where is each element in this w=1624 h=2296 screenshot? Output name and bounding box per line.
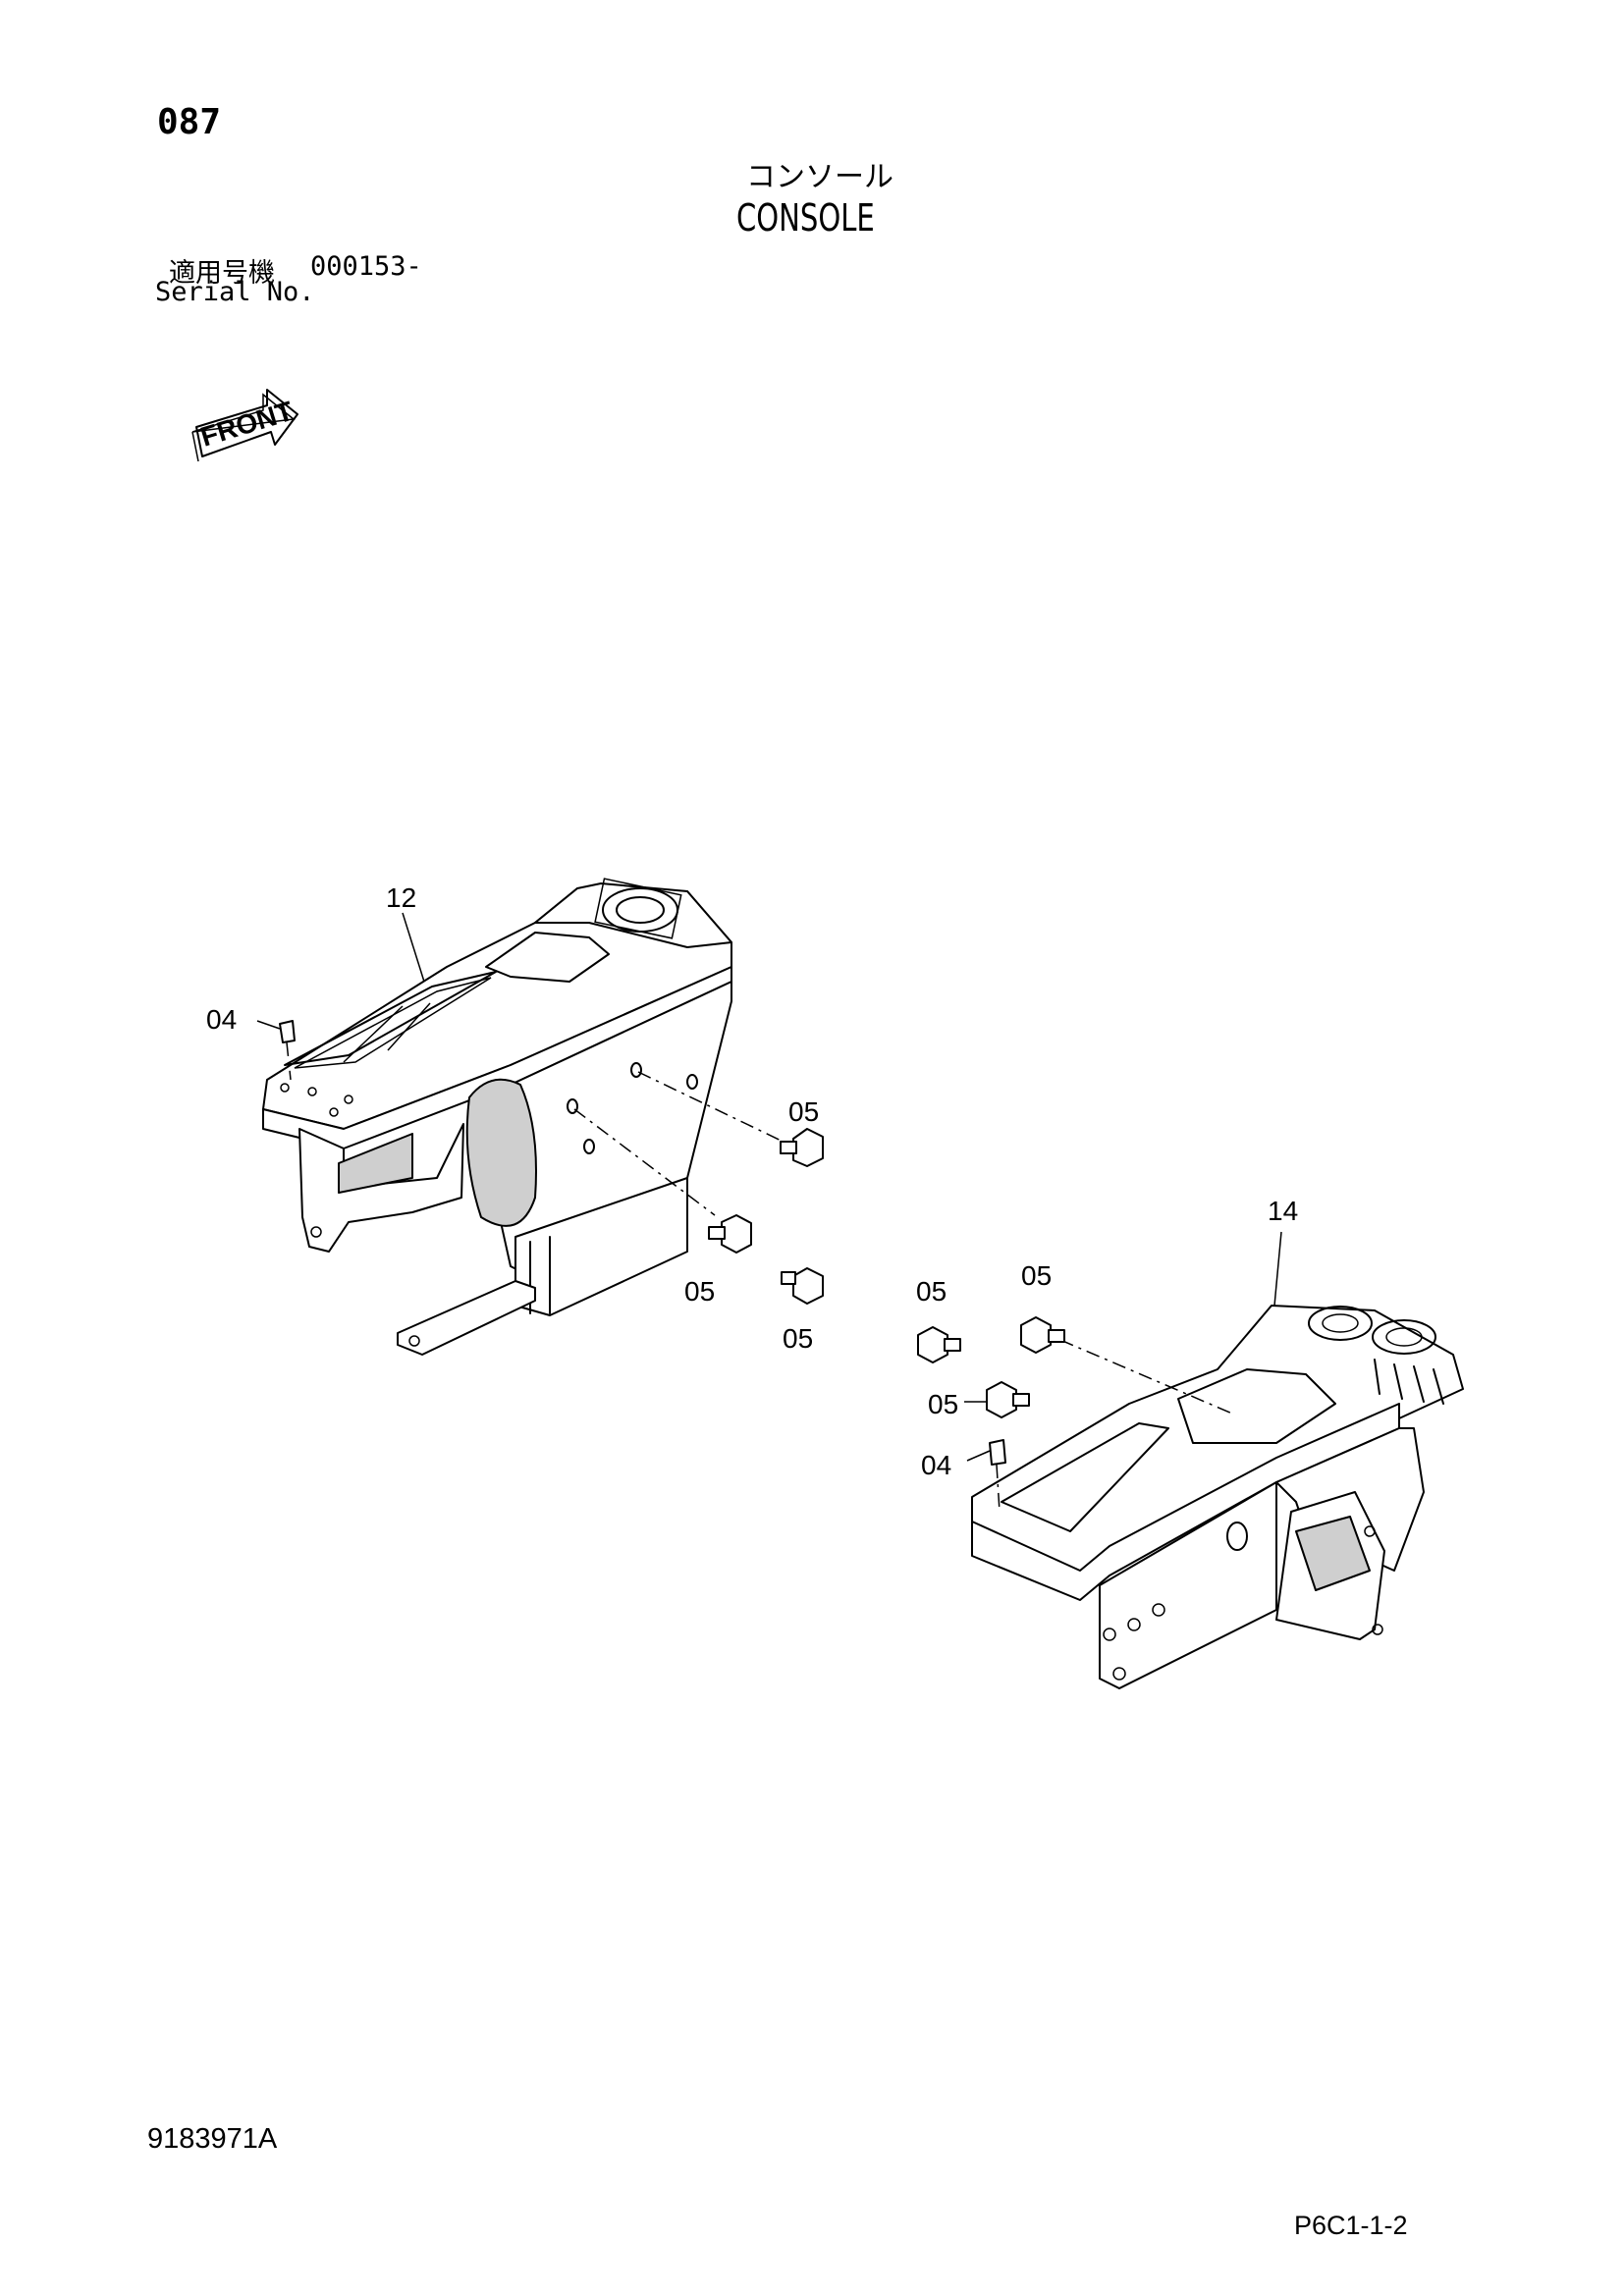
bolt-icon — [780, 1128, 824, 1167]
bolt-icon — [781, 1267, 824, 1305]
front-label: FRONT — [197, 396, 297, 453]
bolt-icon — [917, 1326, 961, 1363]
plate-reference: P6C1-1-2 — [1294, 2211, 1408, 2240]
callout-part-05-left-upper: 05 — [788, 1096, 819, 1127]
front-arrow-icon: FRONT — [191, 389, 298, 462]
callout-part-04-right: 04 — [921, 1450, 951, 1480]
bolt-icon — [986, 1381, 1030, 1418]
page-title: CONSOLE — [736, 196, 875, 240]
left-console-assembly — [256, 878, 824, 1356]
serial-label-english: Serial No. — [155, 277, 315, 307]
callout-part-05-right-a: 05 — [1021, 1260, 1052, 1291]
serial-range: 000153- — [310, 251, 422, 282]
document-number: 9183971A — [147, 2123, 278, 2155]
serial-label-japanese: 適用号機 — [169, 258, 275, 289]
callout-part-12: 12 — [386, 882, 416, 913]
callout-part-04-left: 04 — [206, 1004, 237, 1035]
callout-part-05-right-b: 05 — [916, 1276, 947, 1307]
right-console-assembly — [917, 1231, 1464, 1689]
bolt-icon — [1020, 1316, 1065, 1354]
callout-part-05-left-lower: 05 — [783, 1323, 813, 1354]
callout-part-05-right-c: 05 — [928, 1389, 958, 1419]
callout-part-05-left-middle: 05 — [684, 1276, 715, 1307]
bolt-icon — [708, 1214, 752, 1254]
title-japanese: コンソール — [746, 160, 893, 194]
page-number: 087 — [157, 102, 222, 142]
callout-part-14: 14 — [1268, 1196, 1298, 1226]
